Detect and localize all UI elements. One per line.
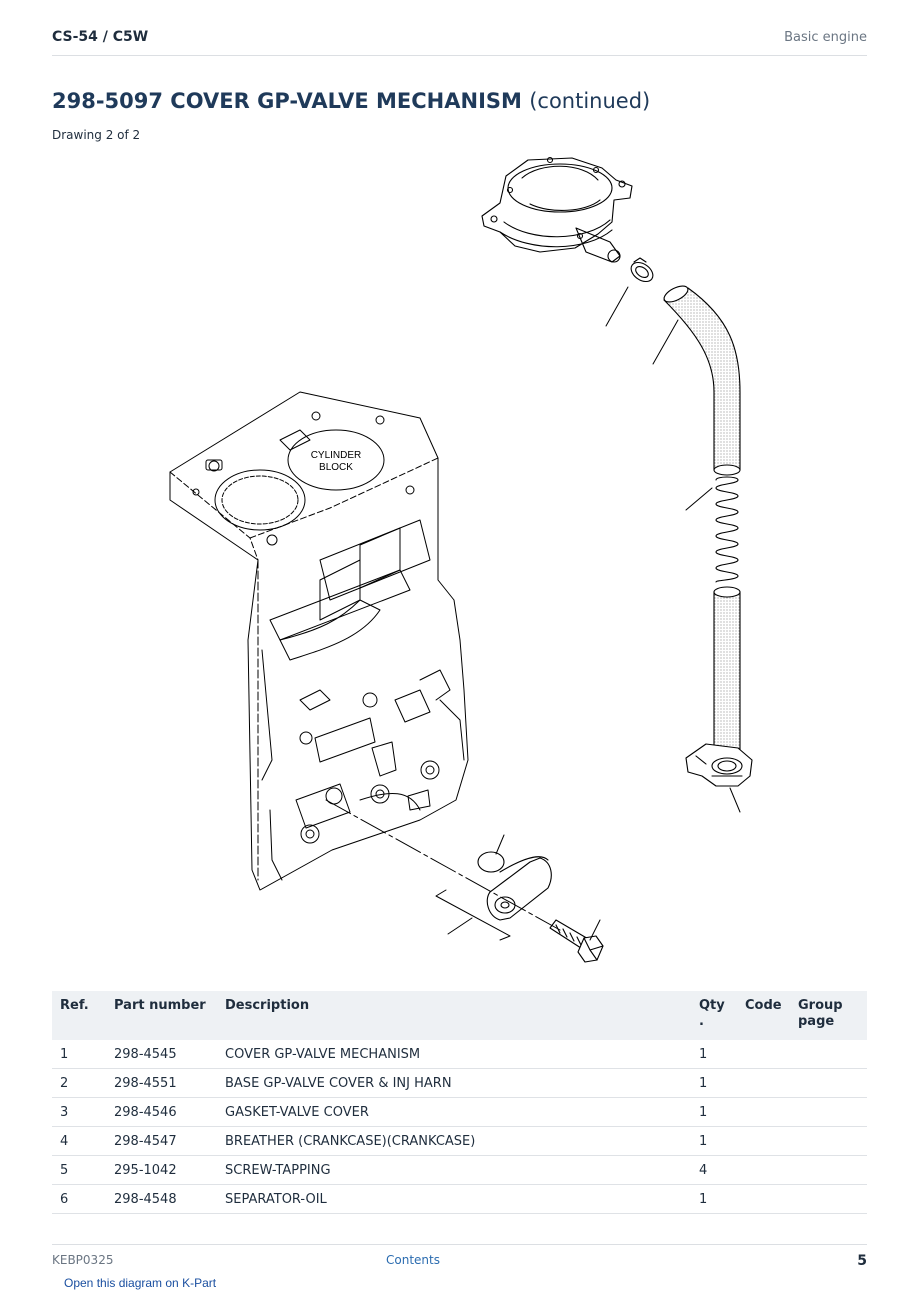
cell-ref: 6 <box>52 1184 106 1214</box>
cell-part-number: 298-4546 <box>106 1097 217 1127</box>
cell-group-page <box>790 1184 867 1214</box>
cell-group-page <box>790 1126 867 1156</box>
cell-description: GASKET-VALVE COVER <box>217 1097 691 1127</box>
cell-ref: 2 <box>52 1068 106 1098</box>
page-title: 298-5097 COVER GP-VALVE MECHANISM (conti… <box>52 89 650 113</box>
model-label: CS-54 / C5W <box>52 29 149 45</box>
cell-description: SCREW-TAPPING <box>217 1155 691 1185</box>
cell-ref: 4 <box>52 1126 106 1156</box>
separator-drawing <box>685 743 753 787</box>
cell-description: BREATHER (CRANKCASE)(CRANKCASE) <box>217 1126 691 1156</box>
table-row: 1 298-4545 COVER GP-VALVE MECHANISM 1 <box>52 1040 867 1069</box>
cell-description: SEPARATOR-OIL <box>217 1184 691 1214</box>
parts-diagram: CYLINDER BLOCK <box>150 150 770 980</box>
title-suffix: (continued) <box>529 89 651 113</box>
cell-part-number: 298-4547 <box>106 1126 217 1156</box>
cell-part-number: 298-4548 <box>106 1184 217 1214</box>
col-code: Code <box>737 991 790 1040</box>
cylinder-label-line1: CYLINDER <box>311 450 362 461</box>
cell-description: BASE GP-VALVE COVER & INJ HARN <box>217 1068 691 1098</box>
document-code: KEBP0325 <box>52 1253 114 1267</box>
kpart-diagram-link[interactable]: Open this diagram on K-Part <box>64 1276 217 1290</box>
col-qty-line2: . <box>699 1014 704 1029</box>
breather-drawing <box>477 851 552 921</box>
cell-code <box>737 1040 790 1069</box>
table-row: 6 298-4548 SEPARATOR-OIL 1 <box>52 1184 867 1214</box>
cell-ref: 1 <box>52 1040 106 1069</box>
cylinder-block-drawing <box>169 391 469 891</box>
valve-cover-drawing <box>481 156 633 263</box>
page-number: 5 <box>857 1253 867 1269</box>
cell-part-number: 298-4545 <box>106 1040 217 1069</box>
col-ref: Ref. <box>52 991 106 1040</box>
page-footer: KEBP0325 Contents 5 <box>52 1244 867 1275</box>
leader-lines <box>325 286 741 941</box>
cell-part-number: 295-1042 <box>106 1155 217 1185</box>
cell-qty: 1 <box>691 1068 737 1098</box>
cell-qty: 4 <box>691 1155 737 1185</box>
title-main: 298-5097 COVER GP-VALVE MECHANISM <box>52 89 522 113</box>
screw-drawing <box>549 919 604 963</box>
table-row: 4 298-4547 BREATHER (CRANKCASE)(CRANKCAS… <box>52 1126 867 1156</box>
col-part-number: Part number <box>106 991 217 1040</box>
table-row: 5 295-1042 SCREW-TAPPING 4 <box>52 1155 867 1185</box>
cell-part-number: 298-4551 <box>106 1068 217 1098</box>
col-group-line1: Group <box>798 998 843 1013</box>
cell-qty: 1 <box>691 1097 737 1127</box>
page-header: CS-54 / C5W Basic engine <box>52 28 867 56</box>
hose-clamp-drawing <box>630 257 654 283</box>
table-row: 2 298-4551 BASE GP-VALVE COVER & INJ HAR… <box>52 1068 867 1098</box>
table-row: 3 298-4546 GASKET-VALVE COVER 1 <box>52 1097 867 1127</box>
col-qty-line1: Qty <box>699 998 725 1013</box>
cell-code <box>737 1068 790 1098</box>
table-header-row: Ref. Part number Description Qty. Code G… <box>52 991 867 1040</box>
cell-group-page <box>790 1155 867 1185</box>
cell-code <box>737 1184 790 1214</box>
contents-link[interactable]: Contents <box>386 1253 440 1267</box>
spring-drawing <box>715 476 739 583</box>
cell-qty: 1 <box>691 1126 737 1156</box>
upper-hose-drawing <box>663 285 741 476</box>
drawing-note: Drawing 2 of 2 <box>52 128 141 142</box>
cell-code <box>737 1155 790 1185</box>
cell-ref: 5 <box>52 1155 106 1185</box>
cell-group-page <box>790 1040 867 1069</box>
col-qty: Qty. <box>691 991 737 1040</box>
cell-description: COVER GP-VALVE MECHANISM <box>217 1040 691 1069</box>
parts-table: Ref. Part number Description Qty. Code G… <box>52 991 867 1214</box>
cell-group-page <box>790 1068 867 1098</box>
section-label: Basic engine <box>784 30 867 45</box>
cell-ref: 3 <box>52 1097 106 1127</box>
col-description: Description <box>217 991 691 1040</box>
cell-code <box>737 1126 790 1156</box>
lower-hose-drawing <box>713 586 741 751</box>
cell-qty: 1 <box>691 1040 737 1069</box>
col-group-line2: page <box>798 1014 835 1029</box>
cell-code <box>737 1097 790 1127</box>
cylinder-label-line2: BLOCK <box>319 462 353 473</box>
cell-group-page <box>790 1097 867 1127</box>
cell-qty: 1 <box>691 1184 737 1214</box>
